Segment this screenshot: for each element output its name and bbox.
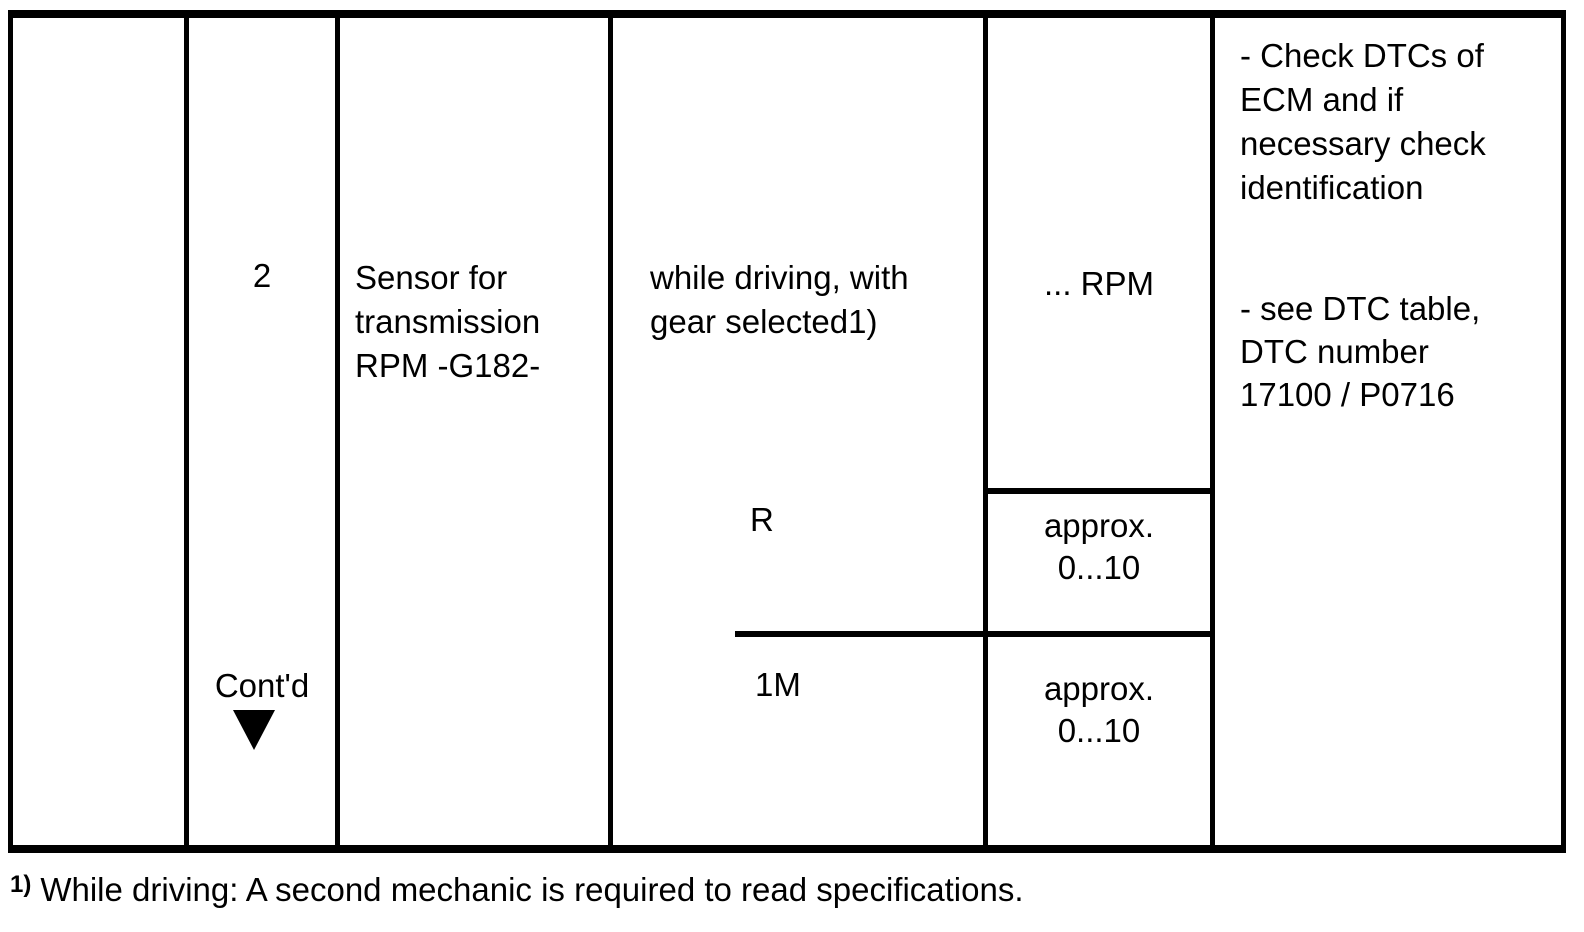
column-divider-4 [983,10,988,853]
condition-cell: while driving, with gear selected1) [650,259,909,340]
column-divider-3 [608,10,613,853]
column-divider-5 [1210,10,1215,853]
footnote-text: While driving: A second mechanic is requ… [40,871,1024,908]
component-cell: Sensor for transmission RPM -G182- [355,259,541,384]
column-divider-2 [335,10,340,853]
gear-1m-cell: 1M [755,666,801,703]
contd-label: Cont'd [214,667,310,704]
table-frame [8,10,1566,853]
footnote-marker: 1) [10,871,32,898]
display-unit-cell: ... RPM [1043,265,1154,302]
row-divider-value-r [983,488,1215,494]
gear-r-cell: R [750,501,774,538]
dtc-table-note-cell: - see DTC table, DTC number 17100 / P071… [1240,290,1481,413]
value-r-cell: approx. 0...10 [1043,507,1155,586]
column-divider-1 [184,10,189,853]
footnote: 1) While driving: A second mechanic is re… [10,868,1024,916]
step-number-cell: 2 [252,257,272,294]
dtc-check-note-cell: - Check DTCs of ECM and if necessary che… [1240,37,1486,206]
row-divider-gear-1m [735,631,1215,637]
down-triangle-icon [233,710,275,750]
value-1m-cell: approx. 0...10 [1043,670,1155,749]
